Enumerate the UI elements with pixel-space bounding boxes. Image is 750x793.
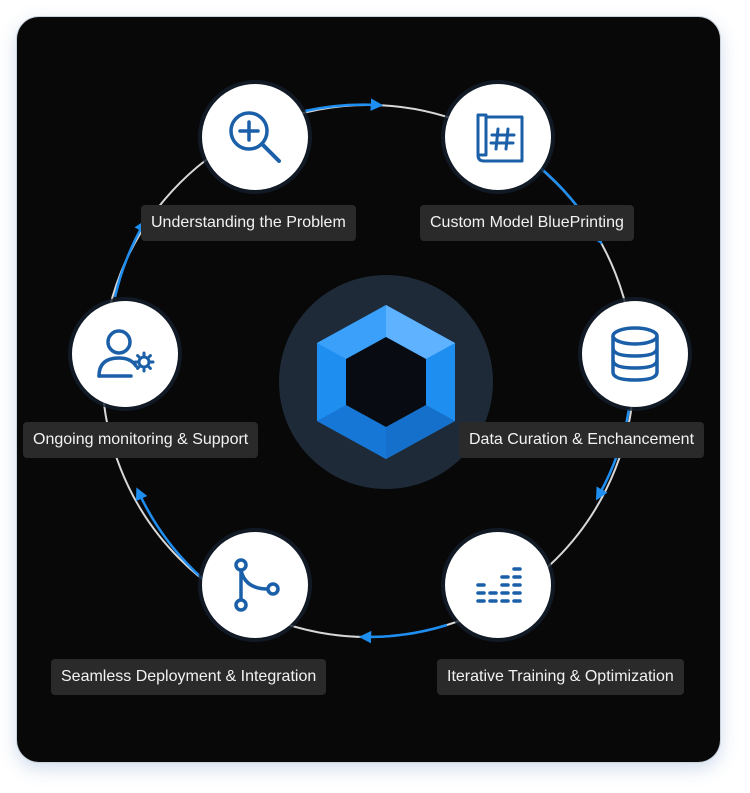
- user-gear-icon: [97, 329, 155, 378]
- label-blueprint: Custom Model BluePrinting: [420, 205, 634, 241]
- process-diagram-card: Understanding the Problem Custom Model B…: [17, 17, 720, 762]
- hexagon-logo-icon: [317, 305, 455, 459]
- node-curation: [582, 301, 688, 407]
- node-blueprint: [445, 84, 551, 190]
- equalizer-icon: [476, 567, 522, 603]
- node-understanding: [202, 84, 308, 190]
- branch-icon: [234, 558, 280, 612]
- label-deployment: Seamless Deployment & Integration: [51, 659, 327, 695]
- label-monitoring: Ongoing monitoring & Support: [23, 422, 259, 458]
- label-curation: Data Curation & Enchancement: [459, 422, 705, 458]
- node-deployment: [202, 532, 308, 638]
- database-icon: [611, 326, 659, 382]
- arc-understanding-to-blueprint: [304, 98, 384, 113]
- blueprint-icon: [476, 113, 524, 163]
- arc-monitoring-to-understanding: [113, 219, 147, 298]
- label-understanding: Understanding the Problem: [141, 205, 356, 241]
- magnify-plus-icon: [229, 111, 281, 163]
- arc-training-to-deployment: [358, 623, 448, 644]
- node-training: [445, 532, 551, 638]
- arc-deployment-to-monitoring: [135, 487, 204, 580]
- label-training: Iterative Training & Optimization: [437, 659, 684, 695]
- node-monitoring: [72, 301, 178, 407]
